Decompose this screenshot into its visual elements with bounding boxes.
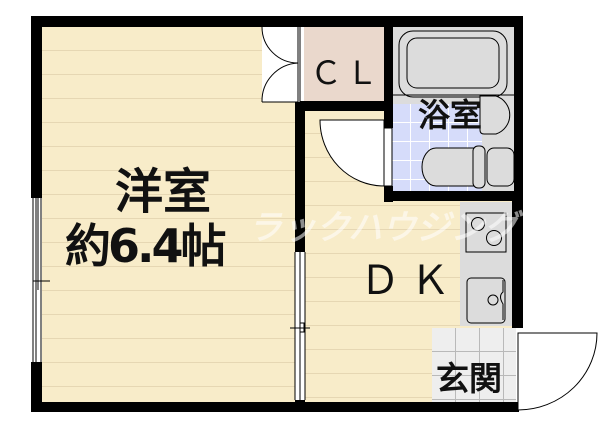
entrance-tile bbox=[432, 328, 516, 410]
stove-icon bbox=[465, 212, 507, 253]
closet-label: ＣＬ bbox=[310, 55, 383, 91]
wall-kitchen-right bbox=[512, 200, 523, 328]
dk-label: ＤＫ bbox=[360, 259, 460, 303]
closet-floor bbox=[304, 27, 384, 101]
wall-closet-bottom bbox=[295, 101, 393, 111]
wall-partition-vertical bbox=[295, 102, 305, 252]
western-room-name: 洋室 bbox=[115, 164, 212, 220]
wall-closet-right bbox=[384, 16, 393, 128]
sliding-door-icon[interactable] bbox=[290, 252, 310, 400]
window-left-icon bbox=[31, 198, 50, 362]
toilet-icon bbox=[421, 145, 515, 189]
wall-left-lower bbox=[31, 362, 42, 412]
wall-right bbox=[514, 16, 523, 328]
western-room-floor bbox=[42, 27, 300, 402]
wall-bottom bbox=[31, 402, 229, 412]
bathtub-icon bbox=[392, 30, 514, 98]
western-room-size: 約6.4帖 bbox=[65, 219, 226, 273]
wall-bottom-right bbox=[229, 402, 519, 412]
entrance-door-icon[interactable] bbox=[517, 332, 598, 411]
kitchen-sink-icon bbox=[466, 277, 506, 324]
wall-bath-bottom bbox=[384, 191, 523, 201]
closet-door-icon[interactable] bbox=[261, 26, 301, 103]
bathroom-label: 浴室 bbox=[418, 96, 483, 134]
wall-left-upper bbox=[31, 16, 42, 198]
wash-basin-icon bbox=[479, 95, 511, 135]
wall-top bbox=[31, 16, 523, 27]
watermark: ラックハウジング bbox=[248, 208, 519, 248]
bathroom-door-icon[interactable] bbox=[319, 119, 393, 187]
entrance-label: 玄関 bbox=[436, 359, 502, 398]
wall-partition-vertical-bottom bbox=[295, 400, 305, 404]
